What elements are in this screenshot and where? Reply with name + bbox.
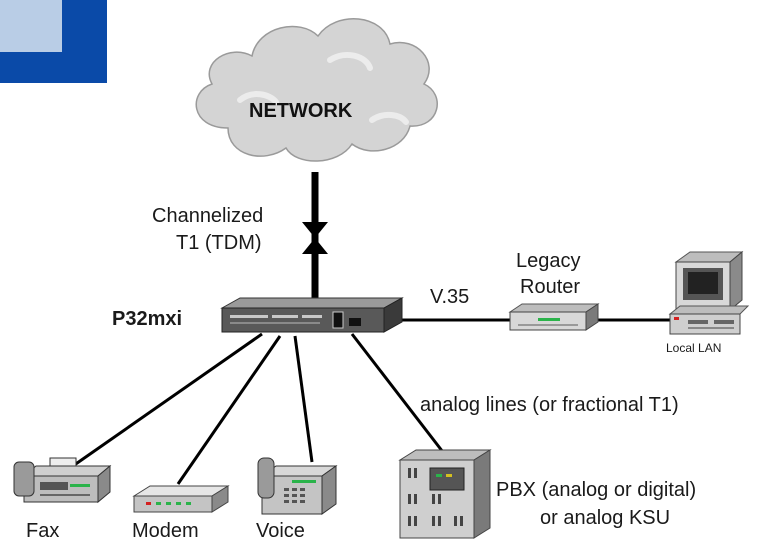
corner-decoration xyxy=(0,0,107,83)
computer-icon xyxy=(668,250,750,335)
pbx-icon xyxy=(398,449,492,539)
pbx-label-line1: PBX (analog or digital) xyxy=(496,479,697,501)
router-label-line2: Router xyxy=(520,276,581,298)
fax-icon xyxy=(13,457,112,504)
modem-icon xyxy=(132,485,230,513)
voice-label: Voice xyxy=(256,520,305,542)
tdm-bowtie-icon xyxy=(302,222,328,254)
p32mxi-label: P32mxi xyxy=(112,308,183,330)
local-lan-label: Local LAN xyxy=(666,341,722,355)
fax-label: Fax xyxy=(26,520,60,542)
router-label-line1: Legacy xyxy=(516,250,581,272)
network-label: NETWORK xyxy=(249,100,353,122)
analog-lines-label: analog lines (or fractional T1) xyxy=(420,394,679,416)
t1-tdm-label: T1 (TDM) xyxy=(176,232,262,254)
cloud-icon xyxy=(195,18,438,162)
v35-label: V.35 xyxy=(430,286,470,308)
multiplexer-icon xyxy=(220,297,404,333)
pbx-label-line2: or analog KSU xyxy=(540,507,671,529)
modem-label: Modem xyxy=(132,520,199,542)
telephone-icon xyxy=(257,457,338,515)
links xyxy=(69,172,672,485)
router-icon xyxy=(508,303,600,331)
channelized-label: Channelized xyxy=(152,205,264,227)
